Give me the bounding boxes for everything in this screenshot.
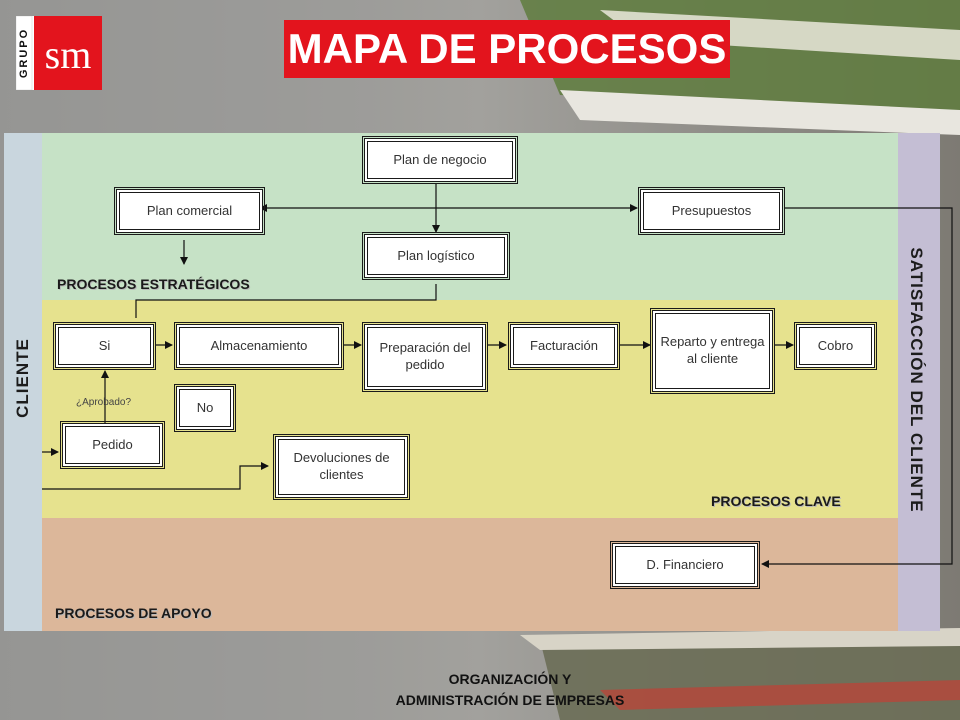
box-facturacion: Facturación <box>508 322 620 370</box>
box-plan-logistico: Plan logístico <box>362 232 510 280</box>
box-plan-comercial: Plan comercial <box>114 187 265 235</box>
section-label-key: PROCESOS CLAVE <box>711 493 841 509</box>
box-si: Si <box>53 322 156 370</box>
svg-text:GRUPO: GRUPO <box>18 28 30 78</box>
approved-question-label: ¿Aprobado? <box>76 397 132 408</box>
section-label-strategic: PROCESOS ESTRATÉGICOS <box>57 276 250 292</box>
box-cobro: Cobro <box>794 322 877 370</box>
page-title: MAPA DE PROCESOS <box>284 20 730 78</box>
svg-text:sm: sm <box>45 32 92 77</box>
cliente-label: CLIENTE <box>13 338 32 418</box>
box-plan-negocio: Plan de negocio <box>362 136 518 184</box>
box-devoluciones: Devoluciones de clientes <box>273 434 410 500</box>
footer-line-2: ADMINISTRACIÓN DE EMPRESAS <box>395 692 625 708</box>
box-d-financiero: D. Financiero <box>610 541 760 589</box>
box-almacenamiento: Almacenamiento <box>174 322 344 370</box>
footer-caption: ORGANIZACIÓN Y ADMINISTRACIÓN DE EMPRESA… <box>330 669 690 711</box>
grupo-sm-logo: GRUPO sm <box>16 16 102 90</box>
box-no: No <box>174 384 236 432</box>
satisfaccion-label: SATISFACCIÓN DEL CLIENTE <box>907 247 926 513</box>
box-presupuestos: Presupuestos <box>638 187 785 235</box>
box-reparto-entrega: Reparto y entrega al cliente <box>650 308 775 394</box>
footer-line-1: ORGANIZACIÓN Y <box>448 671 572 687</box>
box-preparacion-pedido: Preparación del pedido <box>362 322 488 392</box>
cliente-sidebar <box>4 133 42 631</box>
section-label-support: PROCESOS DE APOYO <box>55 605 212 621</box>
box-pedido: Pedido <box>60 421 165 469</box>
